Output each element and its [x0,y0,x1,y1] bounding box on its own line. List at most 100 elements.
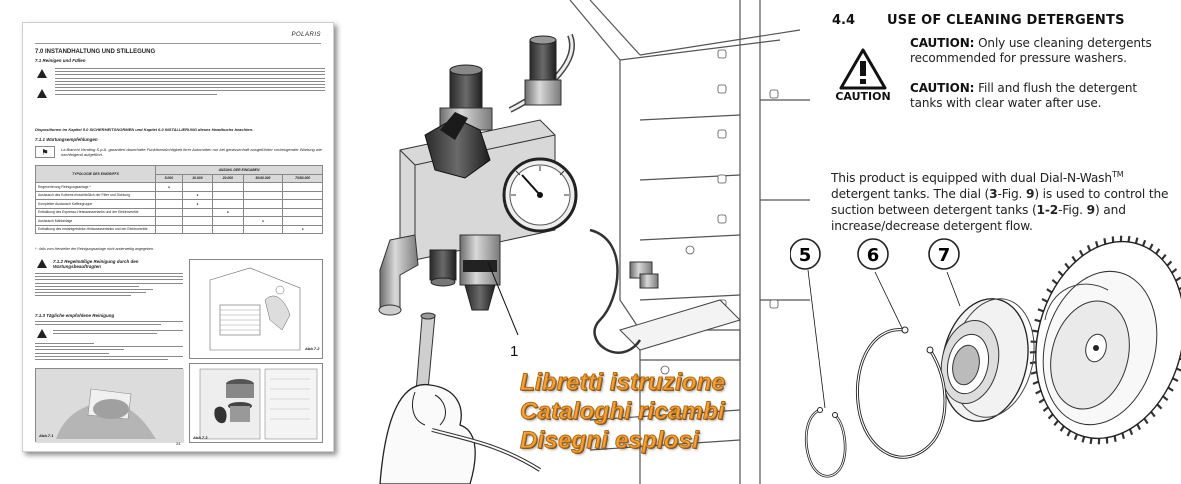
label-7-circle: 7 [928,238,960,270]
table-group-header: ANZAHL DER EINGABEN [155,165,323,175]
manual-figure-72-label: Abb.7.2 [305,346,320,351]
leader-7 [946,271,961,307]
gear-tooth [1161,253,1167,261]
label-7: 7 [938,245,951,266]
table-cell [155,199,183,209]
gear-tooth [1178,286,1181,291]
manual-brand: POLARIS [291,32,321,38]
gear-tooth [1032,380,1039,385]
manual-warning-icon [37,69,47,78]
manual-figure-71-label: Abb.7.1 [39,433,54,438]
gear-tooth [1172,377,1179,383]
gear-tooth [1171,268,1178,274]
gear-tooth [1086,244,1092,252]
gear-tooth [1071,255,1077,263]
para-text: This product is equipped with dual Dial-… [831,171,1112,186]
gear-tooth [1030,371,1038,375]
manual-figure-71 [35,368,184,443]
gear-tooth [1175,276,1181,282]
table-cell [212,190,244,200]
table-cell [242,207,284,217]
gear-tooth [1064,262,1070,269]
leader-6 [874,271,903,329]
gear-tooth [1155,248,1161,255]
gear-tooth [1176,367,1181,372]
manual-warning-icon-4 [37,329,47,338]
gear-tooth [1035,389,1042,395]
caution-icon: CAUTION [830,48,896,108]
overlay-line-3: Disegni esplosi [519,427,700,455]
caution-2-text: Fill and flush the detergent tanks with … [910,81,1137,110]
section-number: 4.4 [832,13,856,28]
table-cell [212,199,244,209]
table-cell: ● [282,224,323,234]
section-title: USE OF CLEANING DETERGENTS [887,13,1125,28]
table-cell [242,224,284,234]
gear-tooth [1136,423,1142,431]
table-row: Regenerierung Reinigungsanlage *● [35,182,323,192]
manual-section-71: 7.1 Reinigen und Füllen [35,58,86,63]
table-cell: ● [155,182,183,192]
manual-paragraph-lines-2 [35,273,183,299]
table-col: 30/40.000 [242,173,284,183]
trademark-sup: TM [1111,170,1124,179]
hand-with-hose [379,312,542,484]
gear-tooth [1037,308,1044,313]
manual-figure-73-label: Abb.7.3 [193,435,208,440]
overlay-line-2: Cataloghi ricambi [520,398,726,426]
gear-tooth [1047,413,1054,420]
para-text: ) is used to control the suction between… [831,187,1169,218]
para-bold: 1-2 [1036,203,1059,218]
gear-tooth [1059,425,1065,432]
gear-tooth [1128,428,1134,436]
gear-tooth [1156,403,1163,410]
gear-tooth [1166,260,1173,267]
caution-1-text: Only use cleaning detergents recommended… [910,36,1152,65]
gear-pulley [1029,235,1181,445]
gear-tooth [1095,240,1099,248]
caution-2: CAUTION: Fill and flush the detergent ta… [910,81,1172,111]
gear-tooth [1162,395,1169,401]
manual-page-number: 24 [176,441,181,446]
leader-5 [807,269,826,409]
machine-frame [569,0,810,484]
gear-tooth [1081,436,1086,443]
gear-tooth [1089,437,1093,445]
table-row: Austausch des Kolbens einschließlich der… [35,190,323,200]
table-col: 70/80.000 [282,173,323,183]
manual-page-thumbnail: POLARIS 7.0 INSTANDHALTUNG UND STILLEGUN… [22,22,334,452]
label-6-circle: 6 [857,238,889,270]
regulator-assembly [378,35,578,316]
manual-paragraph-lines-5 [35,343,183,362]
table-footnote: * : falls vom Hersteller der Reinigungsa… [35,247,154,251]
table-cell [181,207,214,217]
table-col: 5.000 [155,173,183,183]
table-cell: ● [212,207,244,217]
gear-tooth [1113,435,1117,442]
table-cell [155,224,183,234]
table-cell [155,190,183,200]
manual-paragraph-lines [55,68,325,97]
manual-chapter-title: 7.0 INSTANDHALTUNG UND STILLEGUNG [35,49,156,55]
label-6: 6 [867,245,880,266]
manual-figure-72 [189,259,323,359]
manual-paragraph-lines-4 [53,330,183,336]
table-cell [181,224,214,234]
table-row-label: Entkalkung des Espresso-Heisswassertanks… [35,207,156,217]
table-cell: ● [181,190,214,200]
gear-tooth [1134,237,1139,244]
table-row: Austausch Mahlanlage● [35,216,323,226]
table-cell [242,199,284,209]
table-cell [282,199,323,209]
manual-paragraph-lines-3 [35,321,183,327]
manual-bianchi-note: La Bianchi Vending S.p.A. garantiert dau… [61,147,322,157]
table-cell [181,182,214,192]
gear-tooth [1143,417,1149,425]
table-cell [155,207,183,217]
exploded-drawing: 1 [378,0,810,484]
para-text: ) and increase/decrease detergent flow. [831,203,1126,234]
gear-tooth [1078,249,1084,257]
gear-tooth [1057,270,1064,277]
manual-section-713: 7.1.3 Tägliche empfohlene Reinigung [35,313,115,318]
table-row-label: Austausch des Kolbens einschließlich der… [35,190,156,200]
